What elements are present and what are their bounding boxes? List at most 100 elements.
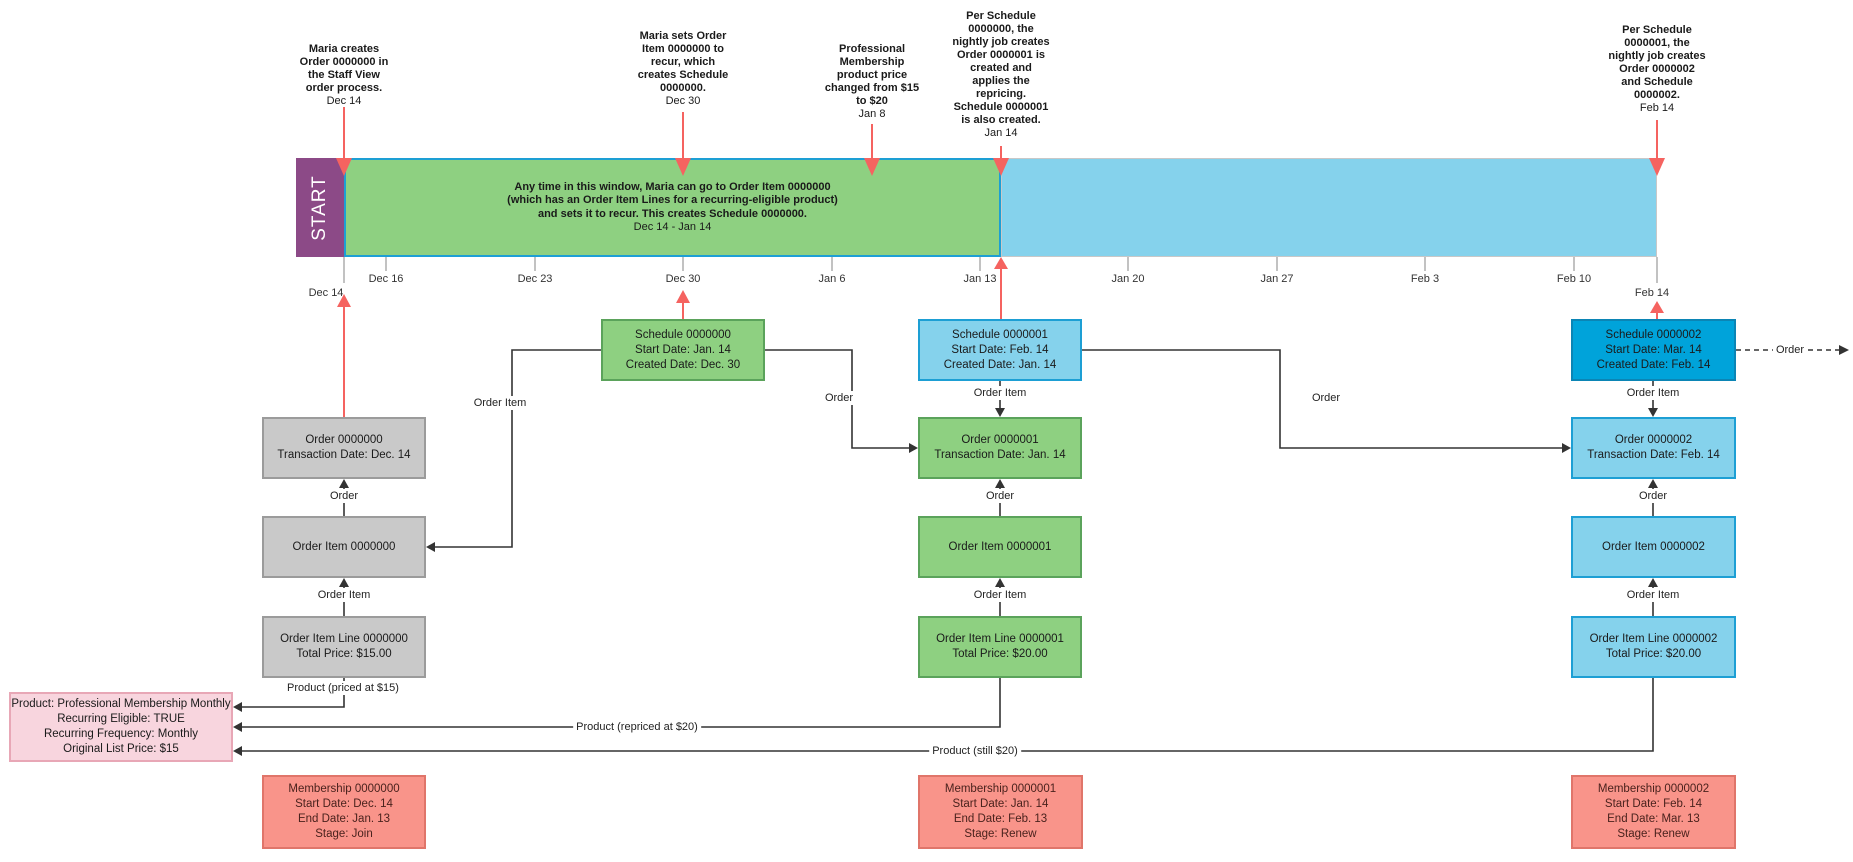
product-box: Product: Professional Membership Monthly… bbox=[9, 692, 233, 762]
box-line: Schedule 0000000 bbox=[635, 328, 731, 341]
box-line: Order 0000001 bbox=[961, 434, 1039, 446]
annotation-text: Per Schedule 0000001, the nightly job cr… bbox=[1608, 24, 1706, 101]
edge-label-order: Order bbox=[982, 489, 1018, 503]
box-line: Recurring Frequency: Monthly bbox=[43, 728, 199, 740]
box-line: Stage: Renew bbox=[1617, 828, 1690, 840]
edge-label-order: Order bbox=[1635, 489, 1671, 503]
box-line: Order 0000002 bbox=[1614, 434, 1693, 446]
annotation-jan-14: Per Schedule 0000000, the nightly job cr… bbox=[926, 10, 1076, 140]
box-line: End Date: Feb. 13 bbox=[953, 813, 1048, 825]
annotation-jan-8: Professional Membership product price ch… bbox=[797, 43, 947, 121]
order-item-0000001-box: Order Item 0000001 bbox=[918, 516, 1082, 578]
edge-label-order: Order bbox=[821, 391, 857, 405]
box-line: Start Date: Dec. 14 bbox=[295, 798, 393, 810]
window-text: Any time in this window, Maria can go to… bbox=[507, 180, 838, 220]
edge-label-order-item: Order Item bbox=[470, 396, 530, 410]
axis-tick-label: Feb 10 bbox=[1556, 273, 1592, 285]
axis-tick-label: Jan 6 bbox=[818, 273, 846, 285]
timeline-start-label: START bbox=[309, 174, 330, 241]
box-line: Start Date: Feb. 14 bbox=[951, 343, 1049, 356]
edge-label-order-item: Order Item bbox=[314, 588, 374, 602]
order-item-0000000-box: Order Item 0000000 bbox=[262, 516, 426, 578]
order-item-line-0000002-box: Order Item Line 0000002 Total Price: $20… bbox=[1571, 616, 1736, 678]
edge-label-order-item: Order Item bbox=[1623, 588, 1683, 602]
axis-tick-label: Dec 16 bbox=[368, 273, 404, 285]
timeline-post-window-region bbox=[1001, 158, 1657, 257]
axis-tick-label: Feb 3 bbox=[1410, 273, 1440, 285]
edge-label-order-item: Order Item bbox=[970, 386, 1030, 400]
box-line: Start Date: Mar. 14 bbox=[1605, 343, 1702, 356]
box-line: Membership 0000002 bbox=[1597, 783, 1710, 795]
box-line: Order 0000000 bbox=[305, 434, 383, 446]
box-line: Membership 0000001 bbox=[944, 783, 1057, 795]
schedule-0000000-box: Schedule 0000000 Start Date: Jan. 14 Cre… bbox=[601, 319, 765, 381]
box-line: Product: Professional Membership Monthly bbox=[11, 698, 231, 710]
box-line: Order Item Line 0000000 bbox=[280, 633, 408, 645]
box-line: End Date: Mar. 13 bbox=[1607, 813, 1700, 825]
axis-tick-label: Jan 13 bbox=[963, 273, 997, 285]
window-date-range: Dec 14 - Jan 14 bbox=[633, 221, 712, 233]
edge-label-product-repriced: Product (repriced at $20) bbox=[573, 720, 701, 734]
box-line: Start Date: Jan. 14 bbox=[952, 798, 1049, 810]
box-line: Created Date: Jan. 14 bbox=[943, 358, 1057, 371]
membership-0000002-box: Membership 0000002 Start Date: Feb. 14 E… bbox=[1571, 775, 1736, 849]
edge-label-order: Order bbox=[326, 489, 362, 503]
box-line: Order Item Line 0000001 bbox=[936, 633, 1064, 645]
membership-0000001-box: Membership 0000001 Start Date: Jan. 14 E… bbox=[918, 775, 1083, 849]
box-line: Transaction Date: Feb. 14 bbox=[1587, 449, 1720, 461]
order-item-0000002-box: Order Item 0000002 bbox=[1571, 516, 1736, 578]
box-line: End Date: Jan. 13 bbox=[297, 813, 391, 825]
edge-label-product-still: Product (still $20) bbox=[929, 744, 1021, 758]
order-item-line-0000001-box: Order Item Line 0000001 Total Price: $20… bbox=[918, 616, 1082, 678]
edge-label-order-item: Order Item bbox=[1623, 386, 1683, 400]
box-line: Total Price: $20.00 bbox=[952, 648, 1048, 660]
axis-tick-label: Jan 20 bbox=[1111, 273, 1145, 285]
edge-label-order: Order bbox=[1308, 391, 1344, 405]
order-0000000-box: Order 0000000 Transaction Date: Dec. 14 bbox=[262, 417, 426, 479]
box-line: Recurring Eligible: TRUE bbox=[57, 713, 185, 725]
axis-tick-label: Dec 23 bbox=[517, 273, 553, 285]
timeline-window-text: Any time in this window, Maria can go to… bbox=[507, 181, 838, 235]
box-line: Transaction Date: Jan. 14 bbox=[934, 449, 1066, 461]
annotation-text: Professional Membership product price ch… bbox=[824, 43, 920, 107]
box-line: Original List Price: $15 bbox=[63, 743, 179, 755]
box-line: Stage: Renew bbox=[964, 828, 1037, 840]
box-line: Start Date: Jan. 14 bbox=[635, 343, 731, 356]
annotation-feb-14: Per Schedule 0000001, the nightly job cr… bbox=[1582, 24, 1732, 115]
box-line: Schedule 0000001 bbox=[952, 328, 1048, 341]
edge-label-order: Order bbox=[1772, 343, 1808, 357]
annotation-date: Jan 8 bbox=[858, 108, 886, 120]
box-line: Created Date: Dec. 30 bbox=[625, 358, 741, 371]
timeline-recurrence-window: Any time in this window, Maria can go to… bbox=[344, 158, 1001, 257]
box-line: Schedule 0000002 bbox=[1605, 328, 1702, 341]
order-0000002-box: Order 0000002 Transaction Date: Feb. 14 bbox=[1571, 417, 1736, 479]
box-line: Transaction Date: Dec. 14 bbox=[277, 449, 411, 461]
annotation-date: Jan 14 bbox=[984, 127, 1018, 139]
annotation-text: Maria sets Order Item 0000000 to recur, … bbox=[637, 30, 729, 94]
schedule-0000002-box: Schedule 0000002 Start Date: Mar. 14 Cre… bbox=[1571, 319, 1736, 381]
edge-label-product-priced: Product (priced at $15) bbox=[284, 681, 402, 695]
axis-start-date-label: Dec 14 bbox=[308, 287, 344, 299]
box-line: Total Price: $20.00 bbox=[1605, 648, 1702, 660]
axis-tick-label: Dec 30 bbox=[665, 273, 701, 285]
box-line: Membership 0000000 bbox=[288, 783, 400, 795]
axis-end-date-label: Feb 14 bbox=[1634, 287, 1670, 299]
annotation-date: Dec 30 bbox=[665, 95, 701, 107]
membership-0000000-box: Membership 0000000 Start Date: Dec. 14 E… bbox=[262, 775, 426, 849]
box-line: Order Item 0000002 bbox=[1602, 540, 1705, 553]
annotation-date: Dec 14 bbox=[326, 95, 362, 107]
annotation-text: Maria creates Order 0000000 in the Staff… bbox=[299, 43, 389, 94]
box-line: Order Item 0000000 bbox=[292, 540, 396, 553]
box-line: Order Item 0000001 bbox=[948, 540, 1052, 553]
schedule-0000001-box: Schedule 0000001 Start Date: Feb. 14 Cre… bbox=[918, 319, 1082, 381]
box-line: Stage: Join bbox=[315, 828, 373, 840]
timeline-start-block: START bbox=[296, 158, 344, 257]
axis-tick-label: Jan 27 bbox=[1260, 273, 1294, 285]
annotation-date: Feb 14 bbox=[1639, 102, 1675, 114]
order-item-line-0000000-box: Order Item Line 0000000 Total Price: $15… bbox=[262, 616, 426, 678]
box-line: Total Price: $15.00 bbox=[296, 648, 392, 660]
edge-label-order-item: Order Item bbox=[970, 588, 1030, 602]
annotation-dec-14: Maria creates Order 0000000 in the Staff… bbox=[269, 43, 419, 108]
box-line: Order Item Line 0000002 bbox=[1589, 633, 1718, 645]
